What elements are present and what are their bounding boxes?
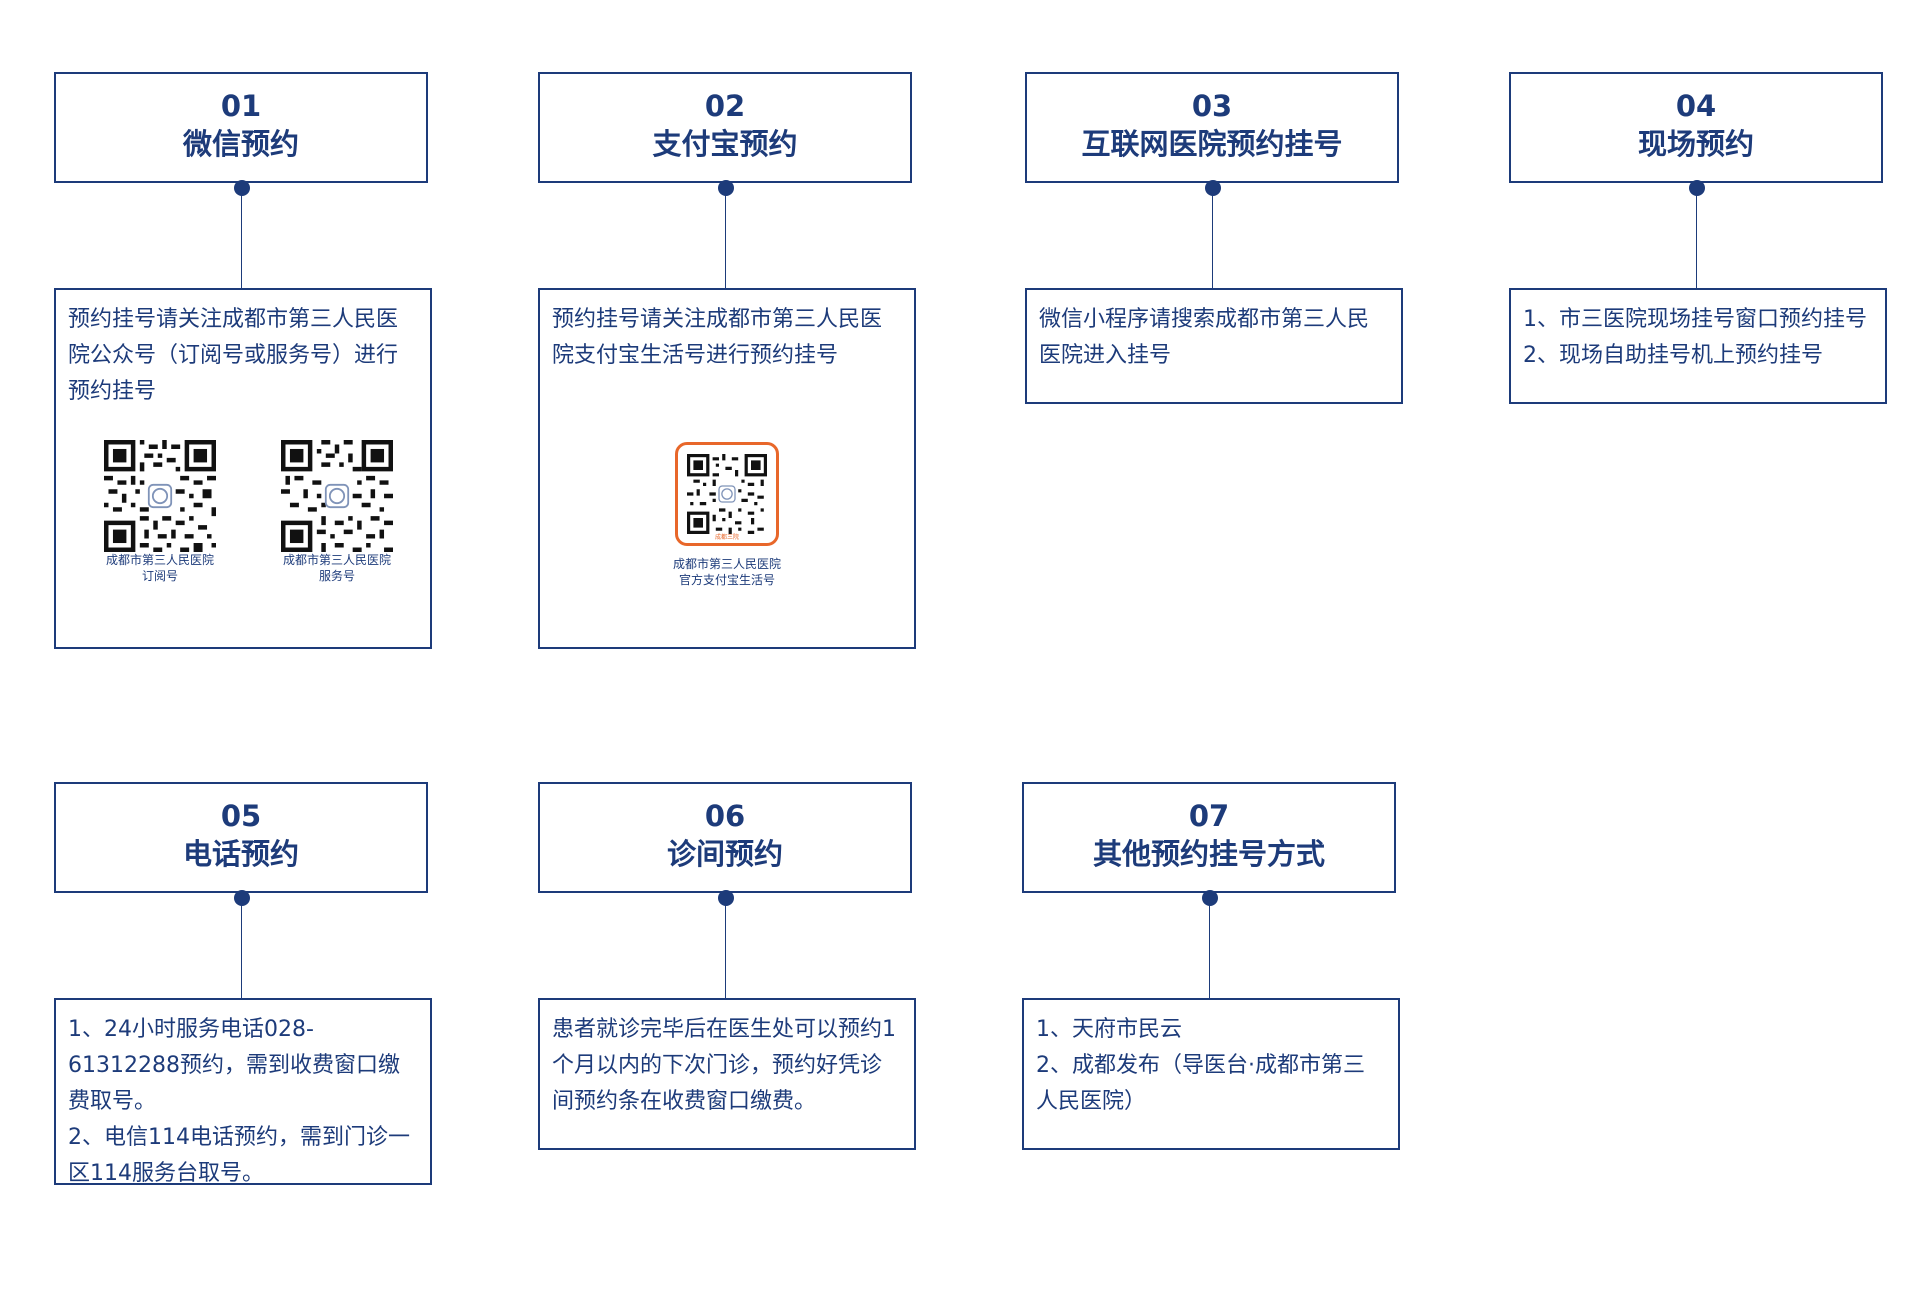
card-05-connector-line: [241, 898, 242, 998]
qr-service: 成都市第三人民医院 服务号: [267, 440, 407, 584]
card-02-connector-line: [725, 188, 726, 288]
qr-subscription-caption-type: 订阅号: [141, 569, 178, 583]
card-05-connector-dot: [234, 890, 250, 906]
qr-code-icon: [104, 440, 216, 552]
card-02-text: 预约挂号请关注成都市第三人民医院支付宝生活号进行预约挂号: [552, 307, 883, 368]
card-03-number: 03: [1191, 89, 1233, 123]
card-05-number: 05: [220, 799, 262, 833]
card-03-header: 03 互联网医院预约挂号: [1025, 72, 1399, 183]
qr-subscription: 成都市第三人民医院 订阅号: [90, 440, 230, 584]
card-04-header: 04 现场预约: [1509, 72, 1883, 183]
card-05-title: 电话预约: [182, 837, 299, 871]
card-02-header: 02 支付宝预约: [538, 72, 912, 183]
card-06-connector-line: [725, 898, 726, 998]
card-04-line-2: 2、现场自助挂号机上预约挂号: [1523, 343, 1823, 368]
card-07-connector-line: [1209, 898, 1210, 998]
card-03-text: 微信小程序请搜索成都市第三人民医院进入挂号: [1039, 307, 1370, 368]
card-01-number: 01: [220, 89, 262, 123]
card-06-connector-dot: [718, 890, 734, 906]
card-07-number: 07: [1188, 799, 1230, 833]
card-07-line-2: 2、成都发布（导医台·成都市第三人民医院）: [1036, 1053, 1365, 1114]
card-07-line-1: 1、天府市民云: [1036, 1017, 1182, 1042]
card-01-text: 预约挂号请关注成都市第三人民医院公众号（订阅号或服务号）进行预约挂号: [68, 307, 399, 404]
card-06-title: 诊间预约: [666, 837, 783, 871]
card-04-connector-line: [1696, 188, 1697, 288]
card-02-number: 02: [704, 89, 746, 123]
qr-alipay-caption-name: 成都市第三人民医院: [672, 557, 781, 571]
card-04-line-1: 1、市三医院现场挂号窗口预约挂号: [1523, 307, 1867, 332]
card-03-connector-line: [1212, 188, 1213, 288]
qr-subscription-caption-name: 成都市第三人民医院: [105, 553, 214, 567]
card-06-number: 06: [704, 799, 746, 833]
card-05-line-2: 2、电信114电话预约，需到门诊一区114服务台取号。: [68, 1125, 410, 1186]
card-02-title: 支付宝预约: [652, 127, 798, 161]
qr-code-icon: [281, 440, 393, 552]
card-07-connector-dot: [1202, 890, 1218, 906]
card-07-title: 其他预约挂号方式: [1092, 837, 1325, 871]
card-05-line-1: 1、24小时服务电话028-61312288预约，需到收费窗口缴费取号。: [68, 1017, 400, 1114]
qr-code-icon: [687, 454, 767, 534]
card-06-text: 患者就诊完毕后在医生处可以预约1个月以内的下次门诊，预约好凭诊间预约条在收费窗口…: [552, 1017, 896, 1114]
qr-alipay-caption-type: 官方支付宝生活号: [678, 573, 775, 587]
card-07-body: 1、天府市民云 2、成都发布（导医台·成都市第三人民医院）: [1022, 998, 1400, 1150]
qr-alipay-frame: [675, 442, 779, 546]
card-05-body: 1、24小时服务电话028-61312288预约，需到收费窗口缴费取号。 2、电…: [54, 998, 432, 1186]
card-03-body: 微信小程序请搜索成都市第三人民医院进入挂号: [1025, 288, 1403, 404]
qr-alipay-badge: 成都三院: [714, 534, 739, 541]
card-06-body: 患者就诊完毕后在医生处可以预约1个月以内的下次门诊，预约好凭诊间预约条在收费窗口…: [538, 998, 916, 1150]
qr-service-caption-type: 服务号: [318, 569, 355, 583]
card-07-header: 07 其他预约挂号方式: [1022, 782, 1396, 893]
qr-service-caption-name: 成都市第三人民医院: [282, 553, 391, 567]
qr-alipay: 成都三院 成都市第三人民医院 官方支付宝生活号: [652, 442, 802, 588]
card-01-header: 01 微信预约: [54, 72, 428, 183]
card-01-connector-line: [241, 188, 242, 288]
card-06-header: 06 诊间预约: [538, 782, 912, 893]
card-03-title: 互联网医院预约挂号: [1081, 127, 1343, 161]
card-04-title: 现场预约: [1637, 127, 1754, 161]
card-04-connector-dot: [1689, 180, 1705, 196]
card-01-connector-dot: [234, 180, 250, 196]
card-01-title: 微信预约: [182, 127, 299, 161]
card-02-connector-dot: [718, 180, 734, 196]
card-04-number: 04: [1675, 89, 1717, 123]
card-04-body: 1、市三医院现场挂号窗口预约挂号 2、现场自助挂号机上预约挂号: [1509, 288, 1887, 404]
card-05-header: 05 电话预约: [54, 782, 428, 893]
card-03-connector-dot: [1205, 180, 1221, 196]
